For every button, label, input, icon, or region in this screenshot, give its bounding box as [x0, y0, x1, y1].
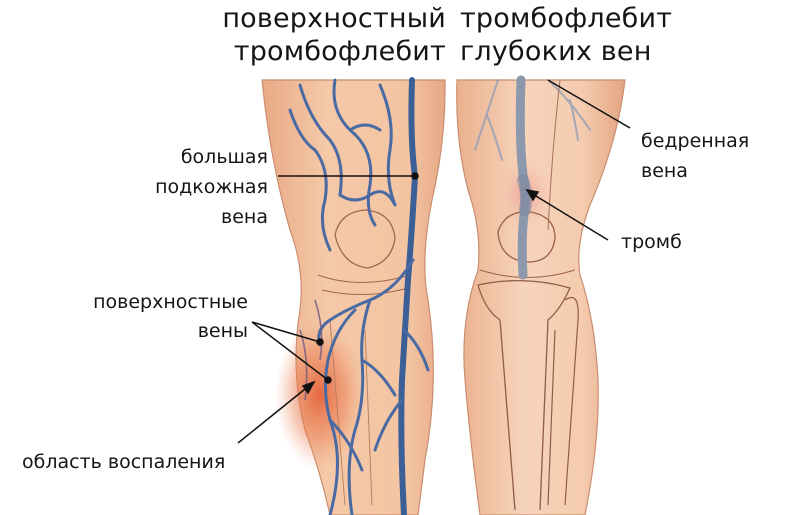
label-inflammation-area: область воспаления — [22, 450, 225, 475]
label-line: вена — [641, 160, 688, 182]
title-left-line2: тромбофлебит — [233, 36, 446, 67]
leader-lines — [237, 79, 631, 444]
title-superficial-thrombophlebitis: поверхностный тромбофлебит — [150, 2, 446, 68]
title-right-line1: тромбофлебит — [460, 3, 673, 34]
label-line: большая — [180, 146, 268, 168]
label-great-saphenous-vein: большая подкожная вена — [120, 142, 268, 232]
label-line: вены — [197, 320, 248, 342]
title-right-line2: глубоких вен — [460, 36, 652, 67]
label-line: поверхностные — [93, 291, 248, 313]
right-leg — [456, 75, 626, 515]
label-line: область воспаления — [22, 451, 226, 473]
label-thrombus: тромб — [621, 230, 682, 255]
label-femoral-vein: бедренная вена — [641, 126, 749, 186]
left-leg — [261, 77, 446, 515]
title-left-line1: поверхностный — [222, 3, 446, 34]
title-deep-vein-thrombosis: тромбофлебит глубоких вен — [460, 2, 672, 68]
label-line: бедренная — [641, 130, 750, 152]
label-line: тромб — [621, 231, 682, 253]
label-superficial-veins: поверхностные вены — [30, 288, 248, 346]
label-line: подкожная — [155, 176, 268, 198]
label-line: вена — [221, 206, 268, 228]
